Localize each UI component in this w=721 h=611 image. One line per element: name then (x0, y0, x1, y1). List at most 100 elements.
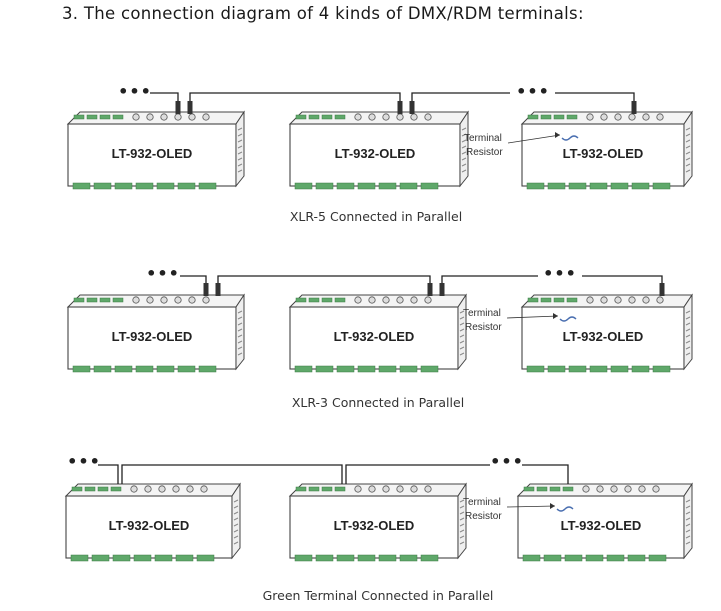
output-terminal (420, 182, 439, 190)
xlr-plug (203, 283, 209, 296)
output-terminal (294, 554, 313, 562)
vent-slot (685, 127, 691, 131)
output-terminal (114, 365, 133, 373)
vent-slot (459, 346, 465, 350)
device-body (65, 495, 233, 559)
xlr-socket (628, 113, 636, 121)
vent-slot (685, 340, 691, 344)
output-terminal (589, 365, 608, 373)
xlr-socket (160, 296, 168, 304)
xlr-socket (656, 296, 664, 304)
vent-slot (459, 322, 465, 326)
vent-slot (233, 541, 239, 545)
vent-slot (685, 334, 691, 338)
xlr-socket (614, 113, 622, 121)
vent-slot (685, 529, 691, 533)
xlr-socket (146, 296, 154, 304)
continuation-dots: ••• (67, 452, 101, 471)
xlr-plug (409, 101, 415, 114)
output-terminal (589, 182, 608, 190)
continuation-dots: ••• (516, 82, 550, 101)
vent-slot (233, 529, 239, 533)
top-terminal-block (295, 486, 307, 492)
output-terminal (526, 182, 545, 190)
output-terminal (585, 554, 604, 562)
xlr-plug (397, 101, 403, 114)
output-terminal (198, 365, 217, 373)
vent-slot (233, 535, 239, 539)
caption-xlr5: XLR-5 Connected in Parallel (290, 209, 462, 224)
xlr-socket (382, 296, 390, 304)
vent-slot (685, 352, 691, 356)
continuation-dots: ••• (490, 452, 524, 471)
output-terminal (177, 365, 196, 373)
xlr-plug (427, 283, 433, 296)
device-side-panel (231, 482, 241, 560)
resistor-label: Resistor (466, 147, 503, 158)
device-label: LT-932-OLED (112, 329, 193, 344)
top-terminal-block (549, 486, 561, 492)
vent-slot (459, 505, 465, 509)
output-terminal (315, 554, 334, 562)
vent-slot (685, 535, 691, 539)
top-terminal-block (86, 114, 98, 120)
device-label: LT-932-OLED (561, 518, 642, 533)
xlr-socket (200, 485, 208, 493)
device-label: LT-932-OLED (335, 146, 416, 161)
device-body (289, 495, 459, 559)
xlr-socket (188, 296, 196, 304)
xlr-socket (188, 113, 196, 121)
output-terminal (627, 554, 646, 562)
xlr-socket (368, 485, 376, 493)
output-terminal (112, 554, 131, 562)
resistor-label: Resistor (465, 511, 502, 522)
continuation-dots: ••• (146, 264, 180, 283)
vent-slot (685, 511, 691, 515)
top-terminal-block (321, 297, 333, 303)
cable-row3-a (121, 464, 343, 484)
top-terminal-block (73, 297, 85, 303)
top-terminal-block (86, 297, 98, 303)
device-row3-unit2: LT-932-OLED (288, 482, 467, 562)
output-terminal (547, 182, 566, 190)
xlr-socket (410, 113, 418, 121)
output-terminal (610, 365, 629, 373)
resistor-symbol (561, 135, 579, 141)
device-row1-unit1: LT-932-OLED (66, 110, 245, 190)
output-terminal (72, 365, 91, 373)
output-terminal (133, 554, 152, 562)
output-terminal (547, 365, 566, 373)
output-terminal (522, 554, 541, 562)
xlr-socket (600, 113, 608, 121)
vent-slot (685, 346, 691, 350)
output-terminal (357, 365, 376, 373)
vent-slot (685, 523, 691, 527)
xlr-socket (586, 113, 594, 121)
output-terminal (526, 365, 545, 373)
xlr-socket (354, 296, 362, 304)
output-terminal (543, 554, 562, 562)
xlr-socket (160, 113, 168, 121)
vent-slot (233, 511, 239, 515)
vent-slot (459, 535, 465, 539)
device-side-panel (683, 482, 693, 560)
device-label: LT-932-OLED (112, 146, 193, 161)
xlr-socket (382, 485, 390, 493)
vent-slot (685, 157, 691, 161)
top-terminal-block (112, 297, 124, 303)
device-row3-unit1: LT-932-OLED (64, 482, 241, 562)
output-terminal (91, 554, 110, 562)
vent-slot (685, 322, 691, 326)
vent-slot (461, 127, 467, 131)
top-terminal-block (566, 297, 578, 303)
output-terminal (357, 182, 376, 190)
device-row1-unit2: LT-932-OLED (288, 110, 469, 190)
vent-slot (237, 133, 243, 137)
vent-slot (237, 157, 243, 161)
vent-slot (237, 169, 243, 173)
top-terminal-block (334, 297, 346, 303)
device-label: LT-932-OLED (563, 329, 644, 344)
xlr-socket (158, 485, 166, 493)
xlr-socket (642, 296, 650, 304)
